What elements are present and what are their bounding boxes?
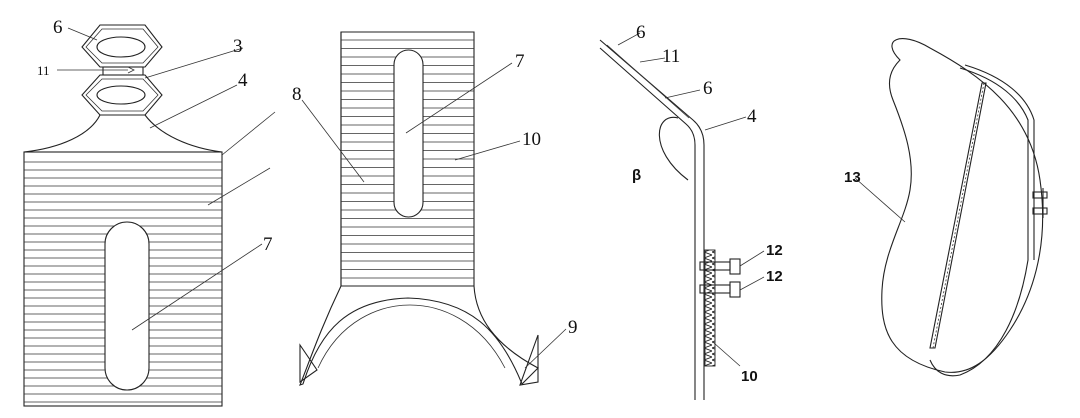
beta-curve [658,116,689,181]
label-4: 4 [238,70,248,91]
main-board [23,151,223,407]
label-7b: 7 [515,51,525,72]
label-6-top: 6 [636,22,646,43]
lower-slot-oval [96,85,146,105]
fixation-rod [929,82,987,349]
label-13: 13 [844,169,861,186]
label-7: 7 [263,234,273,255]
label-10b: 10 [741,368,758,385]
label-10: 10 [522,129,541,150]
label-beta: β [632,167,641,184]
label-3: 3 [233,36,243,57]
label-6-mid: 6 [703,78,713,99]
label-12b: 12 [766,268,783,285]
bent-plate-inner [599,47,696,400]
label-12a: 12 [766,242,783,259]
upper-slot-oval [96,36,146,58]
neck-curve [23,114,223,153]
figure-2: 8 7 10 9 [292,31,578,386]
bent-plate-outer [599,39,705,400]
label-6: 6 [53,17,63,38]
label-11b: 11 [662,46,680,67]
label-8: 8 [292,84,302,105]
figure-4: 13 [844,38,1048,377]
label-11: 11 [37,63,50,78]
plate-slot [393,49,424,218]
upper-hexagon [81,24,163,68]
bone-outline [881,38,1044,373]
label-4b: 4 [747,106,757,127]
plate-outline [299,31,539,386]
lower-hexagon [81,74,163,116]
figure-3: 6 11 6 4 β 12 12 10 [599,22,783,400]
label-9: 9 [568,317,578,338]
board-slot [104,221,150,391]
threaded-section [704,249,716,367]
outer-plate [929,67,1029,377]
figure-1: 6 3 11 4 7 [23,17,276,407]
hexagon-connector [102,66,144,76]
